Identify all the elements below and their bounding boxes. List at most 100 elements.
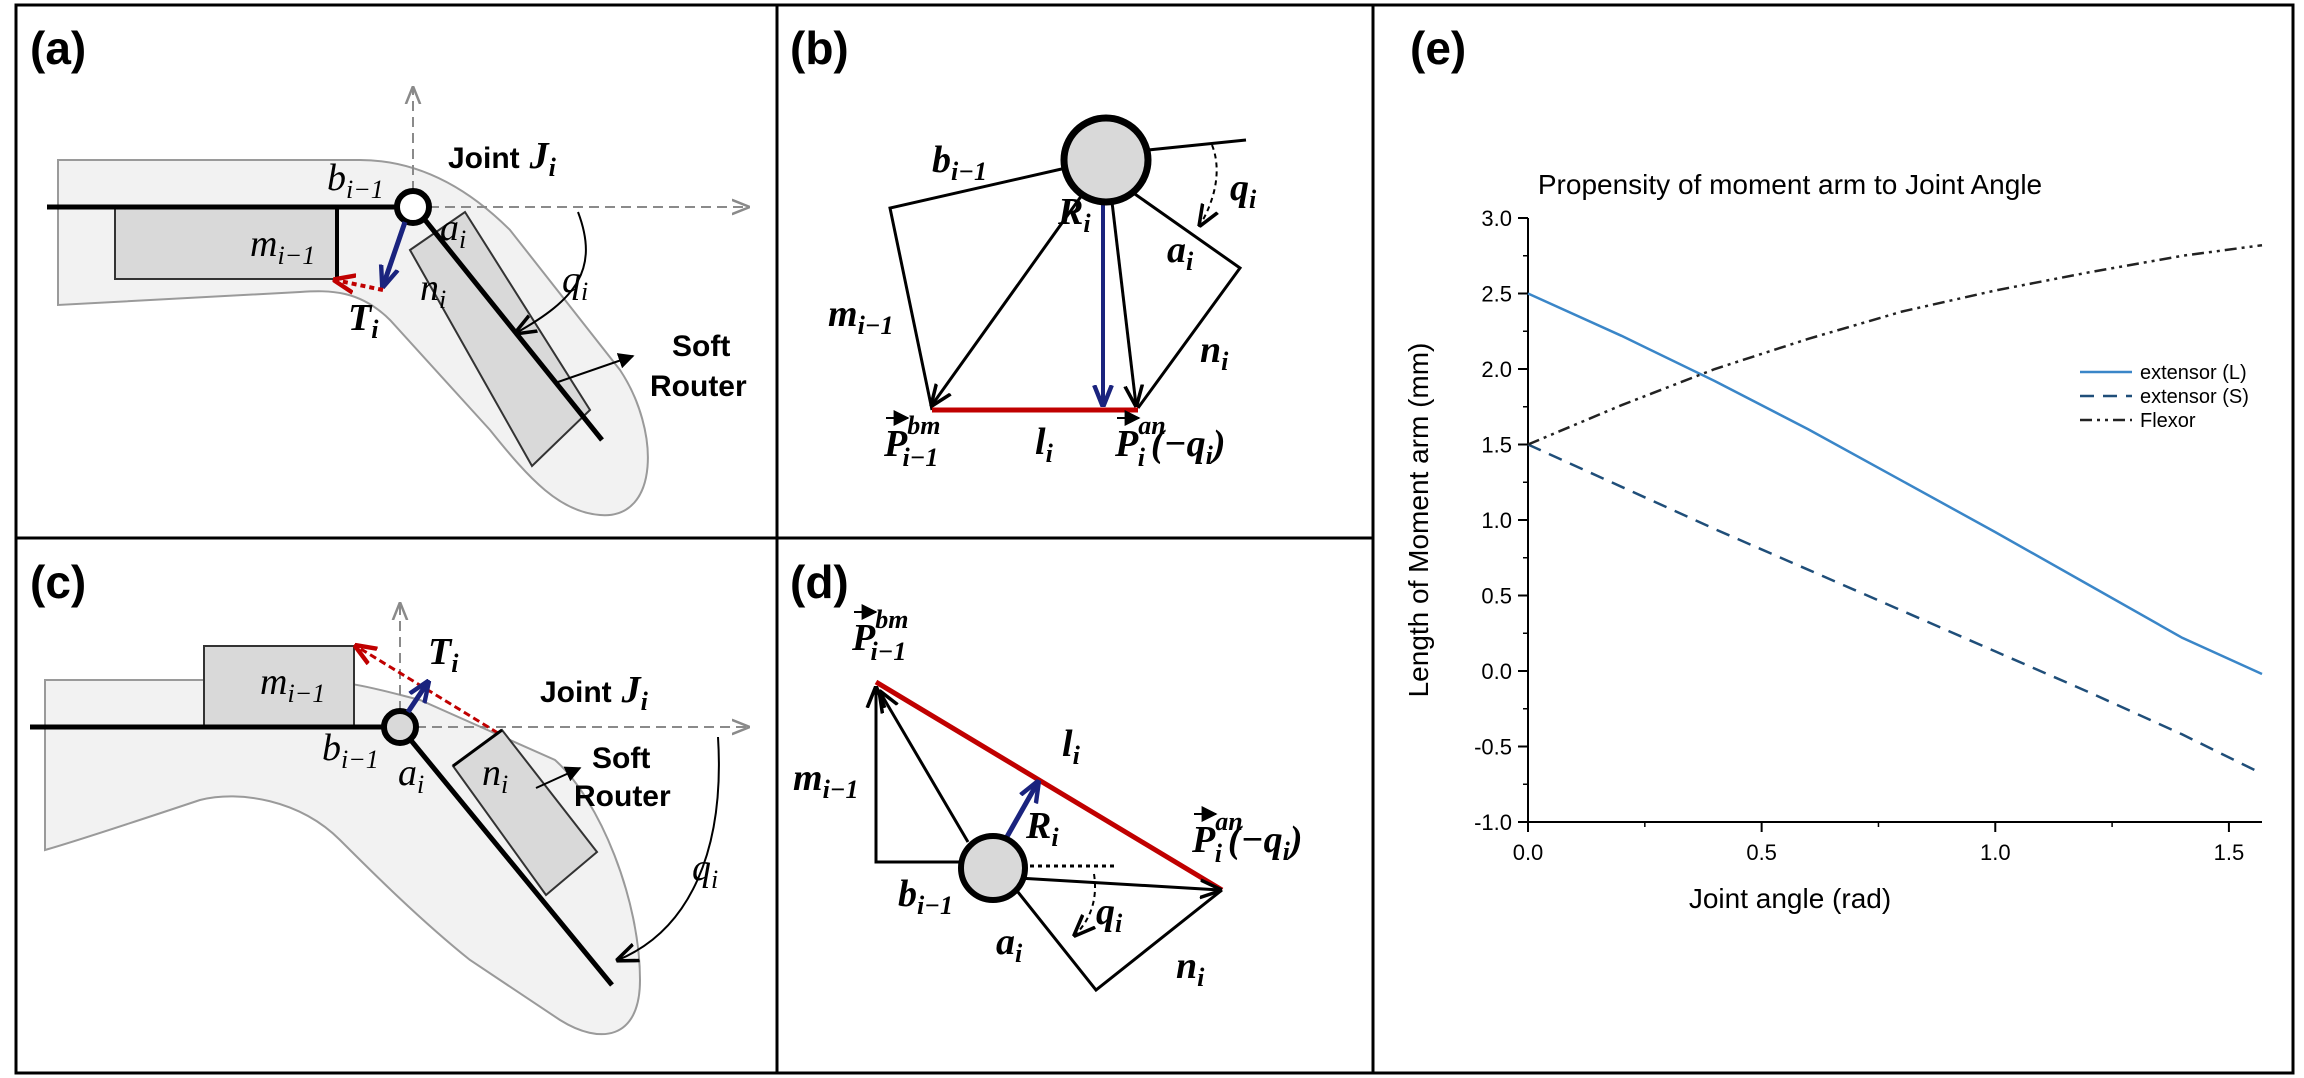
x-axis-label: Joint angle (rad)	[1689, 883, 1891, 914]
label-b-b: bi−1	[932, 139, 987, 186]
label-q-c: qi	[692, 847, 718, 894]
label-a-a: ai	[440, 207, 466, 254]
vector-n-d	[1017, 876, 1220, 890]
legend-label: extensor (L)	[2140, 362, 2247, 384]
right-linkage-b	[1131, 190, 1243, 409]
vector-t-a	[335, 280, 384, 290]
label-n-a: ni	[420, 267, 446, 314]
y-tick-label: -1.0	[1474, 810, 1512, 835]
soft-router-2-c: Router	[574, 780, 671, 813]
vector-n-b	[1110, 201, 1136, 405]
soft-router-2-a: Router	[650, 370, 747, 403]
label-l-b: li	[1035, 421, 1054, 468]
label-r-b: Ri	[1057, 191, 1091, 238]
legend-label: Flexor	[2140, 410, 2196, 432]
label-a-d: ai	[996, 921, 1023, 968]
y-tick-label: 1.0	[1481, 508, 1512, 533]
label-q-b: qi	[1230, 167, 1257, 214]
x-tick-label: 1.5	[2214, 840, 2245, 865]
label-a-b: ai	[1167, 229, 1194, 276]
panel-e-label: (e)	[1410, 22, 1466, 74]
n-line-c	[452, 728, 503, 768]
y-tick-label: 1.5	[1481, 433, 1512, 458]
y-tick-label: 2.0	[1481, 357, 1512, 382]
label-l-d: li	[1062, 723, 1081, 770]
vector-m-b	[932, 194, 1084, 405]
soft-router-pointer-a	[557, 353, 635, 383]
vector-r-a	[383, 221, 408, 286]
x-tick-label: 0.0	[1513, 840, 1544, 865]
y-tick-label: 0.5	[1481, 584, 1512, 609]
label-b-a: bi−1	[327, 157, 384, 204]
vector-r-d	[1001, 782, 1038, 844]
panel-d-label: (d)	[790, 556, 849, 608]
angle-arc-c	[618, 736, 720, 960]
ground-line-b	[1147, 138, 1247, 152]
soft-router-1-c: Soft	[592, 742, 650, 775]
panel-c-label: (c)	[30, 556, 86, 608]
joint-circle-d	[958, 833, 1028, 903]
vector-r-c	[405, 682, 428, 714]
joint-circle-a	[394, 188, 432, 226]
label-m-a: mi−1	[250, 223, 315, 270]
chart-title: Propensity of moment arm to Joint Angle	[1538, 169, 2042, 200]
series-line-extensor-s	[1527, 443, 2263, 775]
x-ticks: 0.0 0.5 1.0 1.5	[1513, 822, 2245, 865]
series-lines	[1527, 243, 2263, 775]
label-q-d: qi	[1096, 891, 1123, 938]
series-line-flexor	[1527, 243, 2263, 446]
label-n-c: ni	[482, 752, 508, 799]
label-n-b: ni	[1200, 329, 1229, 376]
chart-legend: extensor (L)extensor (S)Flexor	[2080, 362, 2249, 432]
series-line-extensor-l	[1527, 292, 2263, 676]
label-q-a: qi	[562, 259, 588, 306]
vector-b-d	[880, 692, 970, 843]
label-b-c: bi−1	[322, 727, 379, 774]
label-t-a: Ti	[348, 297, 379, 344]
label-m-b: mi−1	[828, 293, 894, 340]
left-linkage-b	[888, 166, 1067, 411]
angle-arc-b	[1200, 144, 1217, 225]
joint-circle-c	[381, 708, 419, 746]
line-l-d	[874, 679, 1224, 893]
label-n-d: ni	[1176, 945, 1205, 992]
soft-router-1-a: Soft	[672, 330, 730, 363]
link-right-c	[398, 725, 614, 987]
y-tick-label: -0.5	[1474, 735, 1512, 760]
panel-e: (e) Propensity of moment arm to Joint An…	[1403, 22, 2263, 914]
y-axis-label: Length of Moment arm (mm)	[1403, 343, 1434, 698]
panel-frames	[14, 3, 2295, 1075]
y-tick-label: 2.5	[1481, 282, 1512, 307]
joint-circle-b	[1060, 114, 1152, 206]
link-right-a	[411, 203, 604, 442]
x-tick-label: 0.5	[1746, 840, 1777, 865]
y-tick-label: 0.0	[1481, 659, 1512, 684]
block-n-a	[408, 210, 592, 468]
y-ticks: -1.0 -0.5 0.0 0.5 1.0 1.5 2.0 2.5 3.0	[1474, 206, 1528, 835]
panel-b-label: (b)	[790, 22, 849, 74]
angle-arc-a	[516, 211, 587, 333]
soft-router-pointer-c	[535, 766, 582, 789]
right-linkage-d	[1008, 881, 1223, 993]
label-t-c: Ti	[428, 631, 459, 678]
y-tick-label: 3.0	[1481, 206, 1512, 231]
legend-label: extensor (S)	[2140, 386, 2249, 408]
panel-a-label: (a)	[30, 22, 86, 74]
label-b-d: bi−1	[898, 873, 953, 920]
label-r-d: Ri	[1025, 805, 1059, 852]
x-tick-label: 1.0	[1980, 840, 2011, 865]
label-m-d: mi−1	[793, 757, 859, 804]
label-m-c: mi−1	[260, 661, 325, 708]
label-a-c: ai	[398, 752, 424, 799]
